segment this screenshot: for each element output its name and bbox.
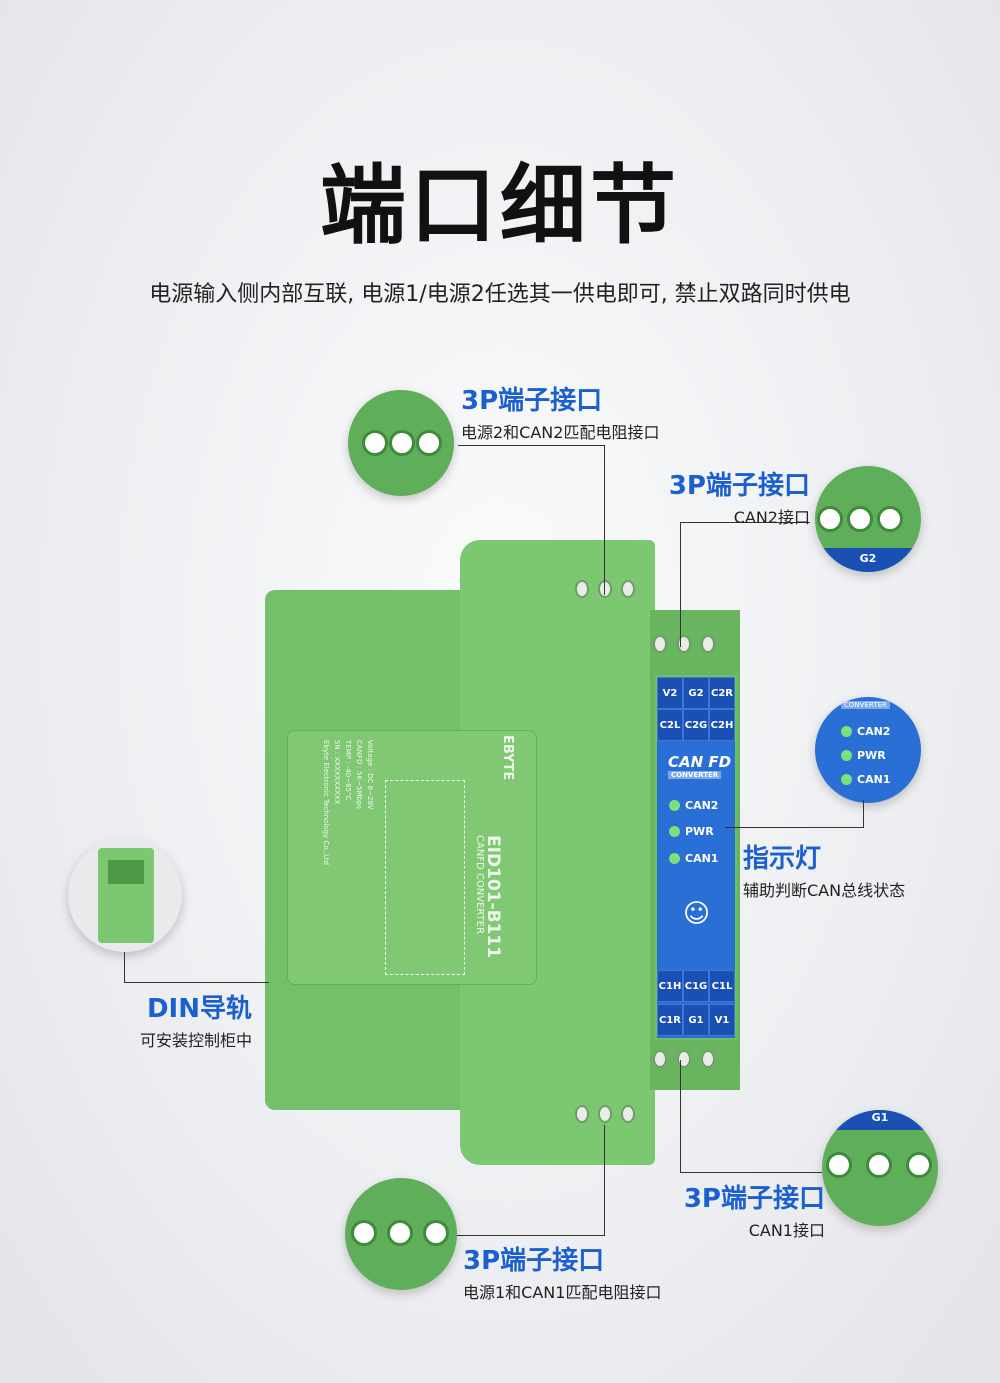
inset-pin-label: G1	[822, 1110, 938, 1130]
type-label: CANFD CONVERTER	[474, 835, 485, 935]
pin-label: C2L	[657, 709, 683, 741]
callout-title: DIN导轨	[146, 994, 252, 1024]
front-panel: V2 G2 C2R C2L C2G C2H CAN FD CONVERTER C…	[655, 675, 737, 1040]
led-dot	[669, 826, 680, 837]
callout-title: 指示灯	[743, 844, 822, 874]
inset-pin-label: G2	[815, 548, 921, 572]
callout-desc: CAN2接口	[733, 508, 810, 527]
terminal-screw[interactable]	[621, 580, 635, 598]
device: EBYTE EID101-B111 CANFD CONVERTER Voltag…	[265, 535, 740, 1175]
spec-sn: SN : XXXXXXXXXX	[333, 740, 341, 805]
pin-label: G1	[683, 1004, 709, 1036]
led-can2: CAN2	[669, 799, 718, 812]
terminal-screw[interactable]	[575, 580, 589, 598]
spec-canfd: CANFD : 5K~5Mbps	[355, 740, 363, 810]
terminal-screw[interactable]	[598, 1105, 612, 1123]
terminal-screw[interactable]	[575, 1105, 589, 1123]
callout-top: 3P端子接口 电源2和CAN2匹配电阻接口	[461, 380, 659, 443]
pin-label: C2H	[709, 709, 735, 741]
terminal-screw[interactable]	[701, 1050, 715, 1068]
terminal-screw[interactable]	[598, 580, 612, 598]
callout-title: 3P端子接口	[683, 1184, 825, 1214]
callout-title: 3P端子接口	[461, 386, 603, 416]
pin-label: C1R	[657, 1004, 683, 1036]
inset-bottom-terminal	[345, 1178, 457, 1290]
callout-bottom: 3P端子接口 电源1和CAN1匹配电阻接口	[463, 1240, 661, 1303]
pin-label: V1	[709, 1004, 735, 1036]
robot-icon: ☺	[683, 899, 711, 929]
inset-indicator: CONVERTER CAN2 PWR CAN1	[815, 697, 921, 803]
inset-logo-sub: CONVERTER	[841, 701, 890, 709]
inset-can2-terminal: G2	[815, 466, 921, 572]
led-label: PWR	[685, 825, 714, 838]
inset-can1-terminal: G1	[822, 1110, 938, 1226]
spec-list: Voltage : DC 8~28V CANFD : 5K~5Mbps TEMP…	[320, 740, 375, 865]
led-dot	[669, 800, 680, 811]
pin-label: C1L	[709, 970, 735, 1002]
inset-din-rail	[68, 838, 182, 952]
callout-title: 3P端子接口	[463, 1246, 605, 1276]
terminal-screw[interactable]	[653, 635, 667, 653]
callout-title: 3P端子接口	[668, 471, 810, 501]
model-label: EID101-B111	[483, 835, 503, 959]
led-label: CAN2	[685, 799, 719, 812]
terminal-screw[interactable]	[701, 635, 715, 653]
pin-label: V2	[657, 677, 683, 709]
wiring-diagram	[385, 780, 465, 975]
pin-label: G2	[683, 677, 709, 709]
canfd-logo: CAN FD	[668, 753, 732, 771]
canfd-logo-sub: CONVERTER	[668, 771, 722, 779]
pin-label: C2R	[709, 677, 735, 709]
led-dot	[669, 853, 680, 864]
spec-temp: TEMP : -40~85°C	[344, 740, 352, 801]
inset-led-label: CAN2	[857, 725, 891, 738]
pin-label: C1H	[657, 970, 683, 1002]
callout-right-bottom: 3P端子接口 CAN1接口	[670, 1178, 825, 1241]
spec-company: Ebyte Electronic Technology Co.,Ltd	[322, 740, 330, 866]
pin-label: C1G	[683, 970, 709, 1002]
callout-indicator: 指示灯 辅助判断CAN总线状态	[743, 838, 905, 901]
led-pwr: PWR	[669, 825, 714, 838]
callout-right-top: 3P端子接口 CAN2接口	[660, 465, 810, 528]
led-can1: CAN1	[669, 852, 718, 865]
led-label: CAN1	[685, 852, 719, 865]
inset-led-label: PWR	[857, 749, 886, 762]
callout-desc: 辅助判断CAN总线状态	[743, 881, 906, 900]
brand-label: EBYTE	[500, 735, 515, 781]
page-subtitle: 电源输入侧内部互联, 电源1/电源2任选其一供电即可, 禁止双路同时供电	[149, 282, 851, 307]
callout-desc: 可安装控制柜中	[139, 1031, 252, 1050]
inset-led-label: CAN1	[857, 773, 891, 786]
pin-label: C2G	[683, 709, 709, 741]
page-title: 端口细节	[320, 156, 680, 256]
callout-din: DIN导轨 可安装控制柜中	[100, 988, 252, 1051]
spec-voltage: Voltage : DC 8~28V	[366, 740, 374, 810]
front-label-area	[287, 730, 537, 985]
callout-desc: CAN1接口	[748, 1221, 825, 1240]
terminal-screw[interactable]	[621, 1105, 635, 1123]
inset-top-terminal	[348, 390, 454, 496]
terminal-screw[interactable]	[653, 1050, 667, 1068]
callout-desc: 电源2和CAN2匹配电阻接口	[461, 423, 660, 442]
callout-desc: 电源1和CAN1匹配电阻接口	[463, 1283, 662, 1302]
